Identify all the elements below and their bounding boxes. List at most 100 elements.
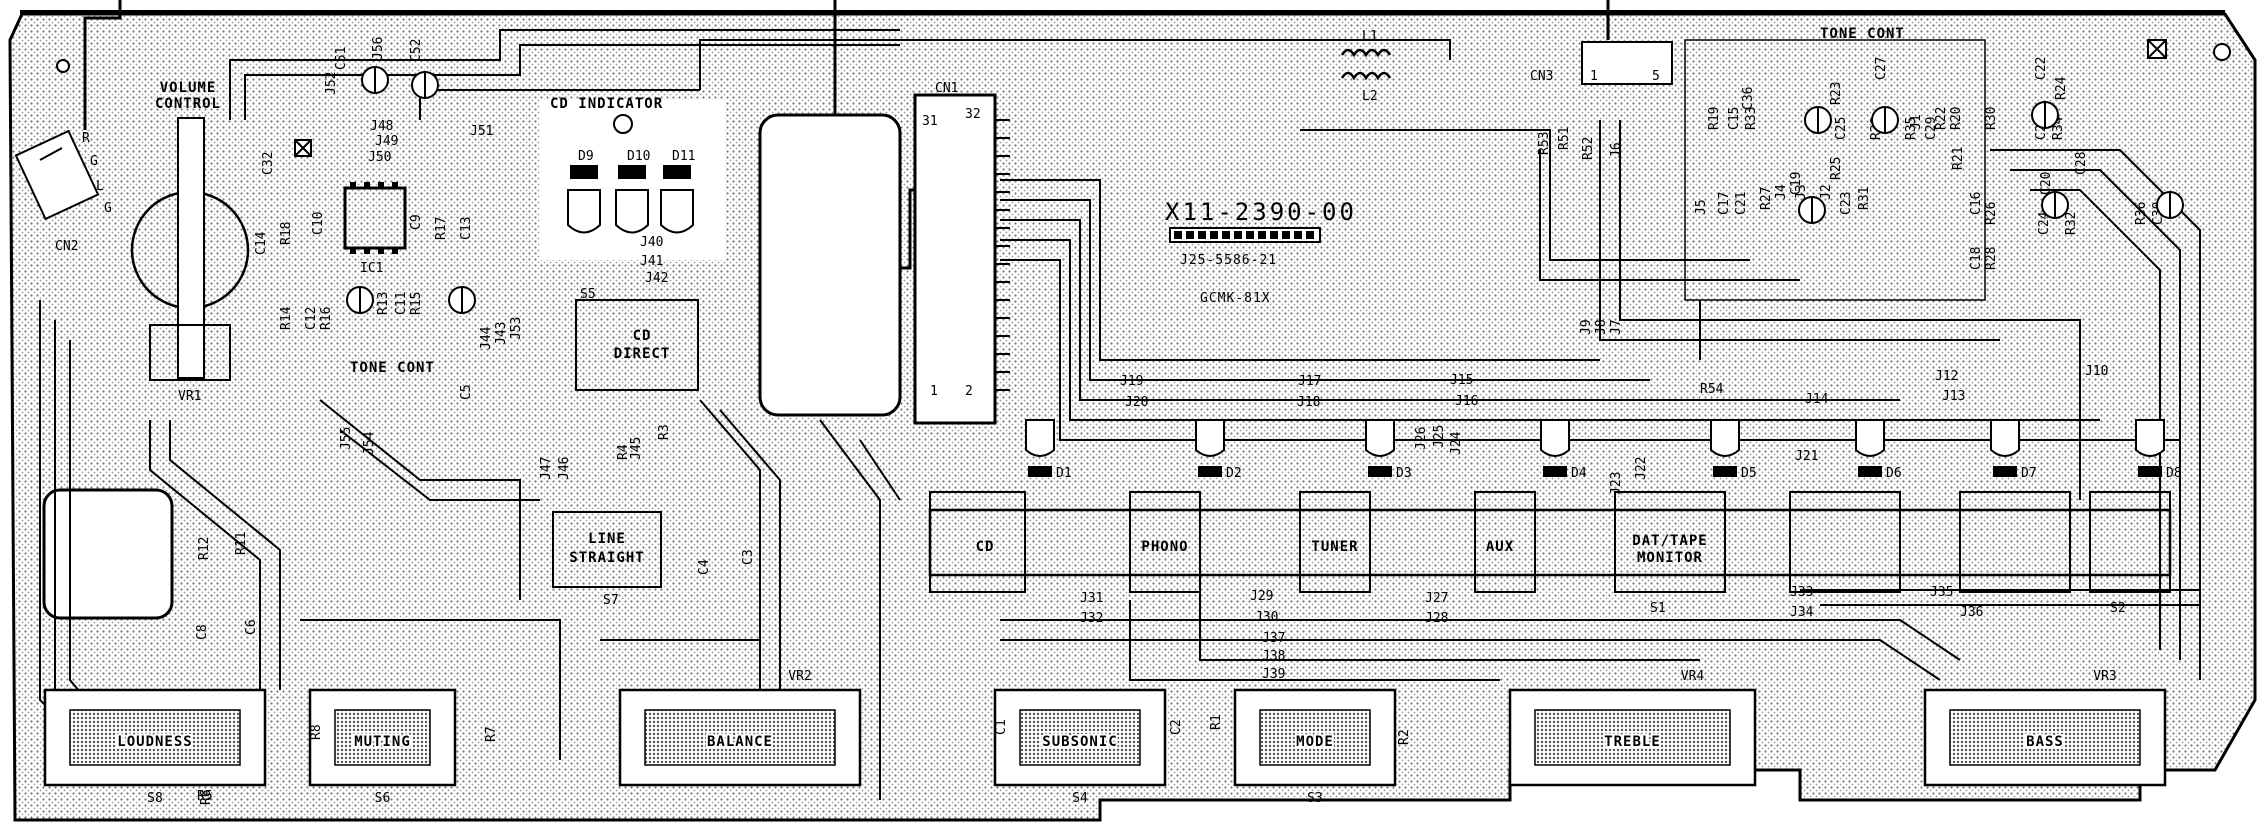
board-id-cell-1 (1174, 231, 1182, 239)
trace-22 (1619, 120, 2081, 500)
label-r33: R33 (1744, 107, 1759, 130)
board-id-cell-5 (1222, 231, 1230, 239)
cn2-pin-r: R (82, 131, 90, 146)
bottom-control-switch-label-1: S8 (147, 791, 163, 806)
bottom-control-body-2 (334, 709, 431, 766)
label-r32: R32 (2064, 212, 2079, 235)
selector-led-label-4: D4 (1571, 466, 1587, 481)
led-d11-label: D11 (672, 149, 695, 164)
trace-27 (1000, 639, 1941, 681)
cd-indicator-led-lens-3 (660, 189, 694, 234)
label-r4: R4 (616, 444, 631, 460)
selector-led-lens-7 (1990, 419, 2020, 457)
cn1-pin2: 2 (965, 384, 973, 399)
led-d10-label: D10 (627, 149, 650, 164)
volume-control-label-line2: CONTROL (155, 96, 221, 112)
cd-indicator-led-lens-1 (567, 189, 601, 234)
label-j1: J1 (1909, 114, 1924, 130)
inductor-l2 (1340, 71, 1392, 81)
trace-28 (1129, 600, 1500, 681)
label-j56: J56 (371, 37, 386, 60)
cd-indicator-leds (567, 165, 694, 234)
cn2-label: CN2 (55, 239, 78, 254)
inductor-l1 (1340, 48, 1392, 58)
selector-led-body-7 (1993, 466, 2017, 477)
label-c4: C4 (697, 559, 712, 575)
label-j51: J51 (470, 124, 493, 139)
trace-19 (1000, 239, 2100, 421)
selector-led-label-8: D8 (2166, 466, 2182, 481)
bottom-control-body-1 (69, 709, 241, 766)
label-c12: C12 (304, 307, 319, 330)
cn2-pin-l: L (96, 179, 104, 194)
label-c36: C36 (1741, 87, 1756, 110)
board-id-cell-11 (1294, 231, 1302, 239)
trace-30 (600, 639, 761, 700)
trace-21 (1599, 120, 2000, 341)
board-id-cell-12 (1306, 231, 1314, 239)
label-j9: J9 (1579, 319, 1594, 335)
selector-block-1 (929, 491, 1026, 593)
board-sub-code: J25-5586-21 (1180, 253, 1277, 268)
cn2-pin-g1: G (90, 154, 98, 169)
label-j19: J19 (1120, 374, 1143, 389)
label-r13: R13 (376, 292, 391, 315)
ic1-pins (350, 182, 398, 254)
cn1-pin1: 1 (930, 384, 938, 399)
ic1-pin-bottom-2 (364, 248, 370, 254)
cn3-pin5: 5 (1652, 69, 1660, 84)
selector-switch-blocks (929, 491, 2171, 593)
crossed-marker-left (294, 139, 312, 157)
crossed-marker-right (2147, 39, 2167, 59)
label-s1: S1 (1650, 601, 1666, 616)
trace-29 (1199, 590, 1700, 661)
label-j49: J49 (375, 134, 398, 149)
ic1-pin-bottom-1 (350, 248, 356, 254)
selector-led-lens-3 (1365, 419, 1395, 457)
cn1-connector (913, 93, 997, 425)
ic1-pin-top-4 (392, 182, 398, 188)
label-j15: J15 (1450, 373, 1473, 388)
label-c5: C5 (459, 384, 474, 400)
bottom-control-label-1: LOUDNESS (117, 734, 192, 750)
selector-block-3 (1299, 491, 1371, 593)
label-c9: C9 (409, 214, 424, 230)
bottom-control-body-7 (1949, 709, 2141, 766)
cn1-pin31: 31 (922, 114, 938, 129)
pcb-traces (39, 29, 2201, 800)
ic1-pin-bottom-3 (378, 248, 384, 254)
cd-indicator-title: CD INDICATOR (550, 96, 663, 112)
trace-23 (1990, 149, 2201, 680)
label-c10: C10 (311, 212, 326, 235)
selector-phono-label: PHONO (1141, 539, 1188, 555)
label-j25: J25 (1432, 425, 1447, 448)
cd-indicator-led-lens-2 (615, 189, 649, 234)
led-d9-label: D9 (578, 149, 594, 164)
label-r54: R54 (1700, 382, 1724, 397)
label-c14: C14 (254, 231, 269, 255)
label-j20: J20 (1125, 395, 1148, 410)
label-r8: R8 (309, 724, 324, 740)
trace-8 (149, 420, 261, 700)
trace-16 (1000, 179, 1600, 361)
label-r21: R21 (1951, 147, 1966, 170)
tone-cont-right-area (1684, 39, 1986, 301)
cd-indicator-led-body-3 (663, 165, 691, 179)
label-c32: C32 (261, 152, 276, 175)
trace-7 (699, 39, 1451, 90)
selector-led-body-4 (1543, 466, 1567, 477)
selector-led-lens-1 (1025, 419, 1055, 457)
label-r26: R26 (1984, 202, 1999, 225)
label-r22: R22 (1934, 107, 1949, 130)
vr1-label: VR1 (178, 389, 201, 404)
cn2-connector (14, 129, 100, 221)
selector-led-lens-6 (1855, 419, 1885, 457)
cn3-label: CN3 (1530, 69, 1553, 84)
label-r14: R14 (279, 306, 294, 330)
trace-18 (1000, 219, 1900, 401)
label-r19: R19 (1707, 107, 1722, 130)
selector-cd-label: CD (976, 539, 995, 555)
label-j55: J55 (339, 427, 354, 450)
